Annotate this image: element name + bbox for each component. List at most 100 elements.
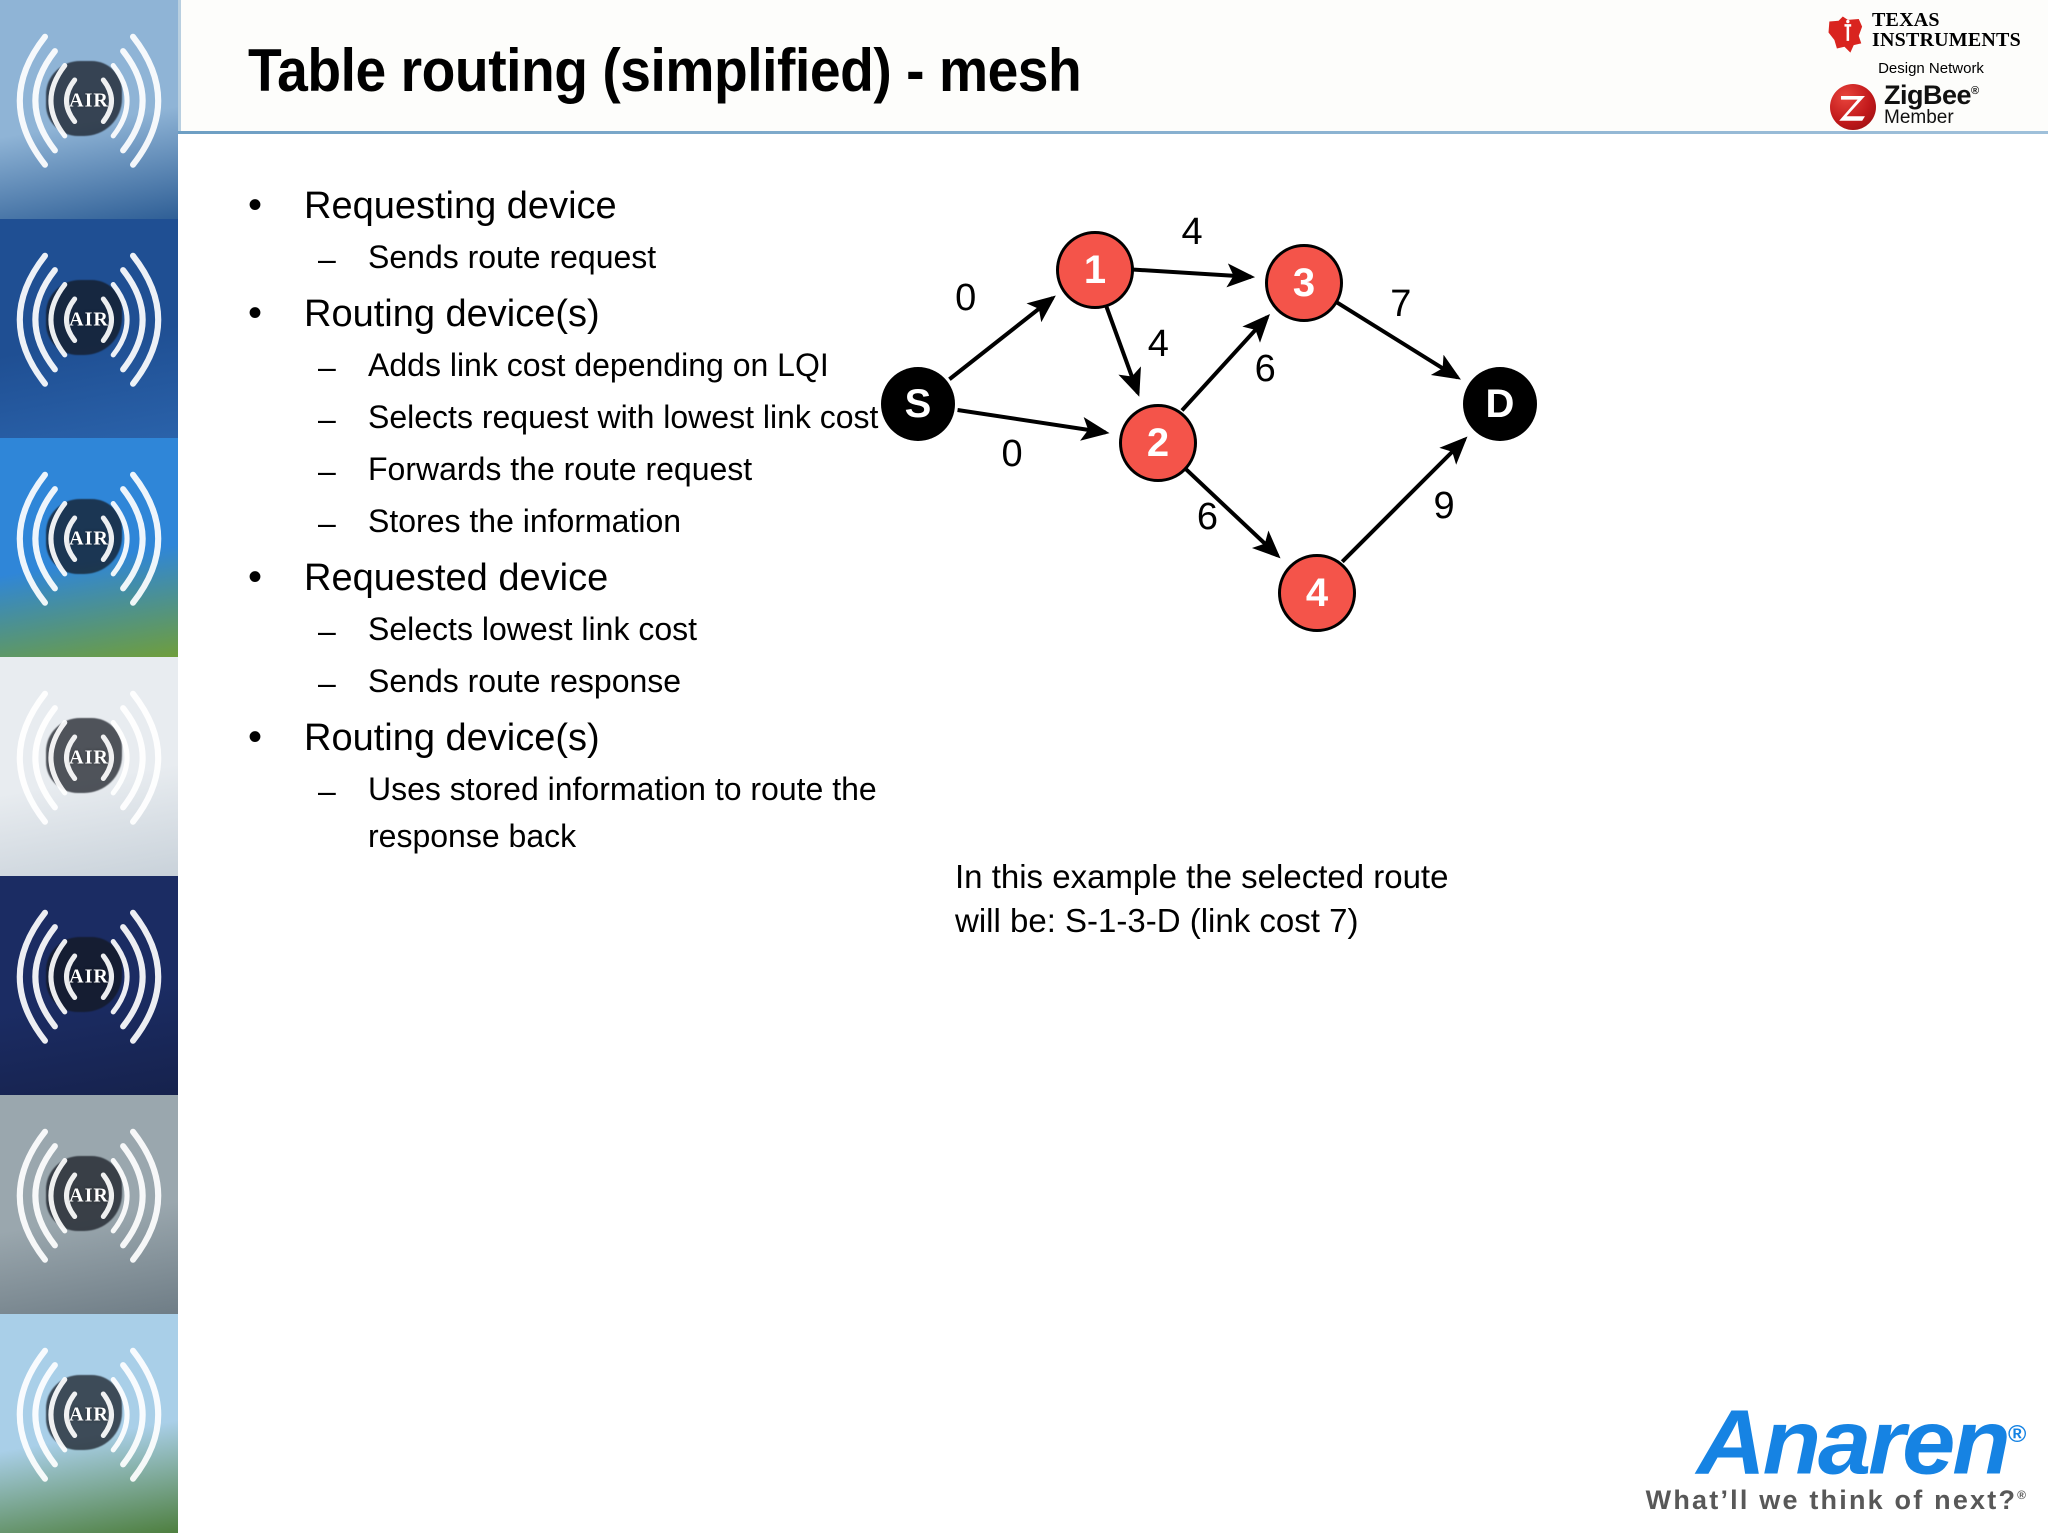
ti-wordmark: TEXAS INSTRUMENTS (1872, 10, 2021, 51)
bullet-level2: –Uses stored information to route the re… (248, 766, 888, 860)
anaren-tagline-registered: ® (2017, 1488, 2026, 1502)
edge-cost-label-S-2: 0 (1001, 433, 1023, 476)
dash-marker-icon: – (318, 613, 336, 649)
bullet-level2: –Adds link cost depending on LQI (248, 342, 888, 392)
caption-line-2: will be: S-1-3-D (link cost 7) (955, 902, 1359, 939)
bullet-text: Routing device(s) (304, 717, 600, 759)
ti-line1: TEXAS (1872, 9, 1940, 31)
air-watermark-label: AIR (69, 89, 109, 112)
sub-bullet-text: Stores the information (368, 503, 682, 539)
sub-bullet-text: Uses stored information to route the res… (368, 771, 877, 854)
sidebar-photo-snowboarder: AIR (0, 657, 178, 876)
sidebar-photo-skier: AIR (0, 219, 178, 438)
anaren-registered: ® (2007, 1421, 2026, 1448)
diagram-edges (948, 263, 1468, 564)
air-watermark-label: AIR (69, 308, 109, 331)
bullet-text: Routing device(s) (304, 293, 600, 335)
ti-line2: INSTRUMENTS (1872, 29, 2021, 52)
sub-bullet-text: Forwards the route request (368, 451, 753, 487)
sidebar-photo-inline-skater: AIR (0, 1314, 178, 1533)
bullet-level1: • Routing device(s) (248, 712, 888, 764)
edge-2-4 (1182, 465, 1281, 559)
bullet-level2: –Sends route request (248, 234, 888, 284)
air-watermark-label: AIR (69, 746, 109, 769)
sub-bullet-text: Selects request with lowest link cost (368, 399, 879, 435)
dash-marker-icon: – (318, 505, 336, 541)
bullet-text: Requested device (304, 557, 609, 599)
texas-instruments-logo: TEXAS INSTRUMENTS Design Network (1826, 10, 2036, 82)
zigbee-name: ZigBee (1884, 80, 1972, 110)
air-watermark-label: AIR (69, 1403, 109, 1426)
edge-4-D (1340, 436, 1468, 564)
bullet-marker-icon: • (248, 183, 263, 227)
bullet-level2: –Sends route response (248, 658, 888, 708)
edge-cost-label-4-D: 9 (1433, 484, 1455, 527)
dash-marker-icon: – (318, 773, 336, 809)
zigbee-z-glyph-icon (1839, 95, 1865, 121)
graph-node-S: S (881, 367, 955, 441)
zigbee-member-logo: ZigBee® Member (1830, 80, 2030, 136)
bullet-level2: –Forwards the route request (248, 446, 888, 496)
edge-cost-label-2-4: 6 (1196, 495, 1218, 538)
bullet-text: Requesting device (304, 185, 617, 227)
bullet-marker-icon: • (248, 291, 263, 335)
bullet-marker-icon: • (248, 555, 263, 599)
caption-line-1: In this example the selected route (955, 858, 1449, 895)
edge-S-2 (957, 408, 1110, 441)
zigbee-registered: ® (1971, 85, 1979, 97)
bullet-level1: • Requested device (248, 552, 888, 604)
edge-3-D (1333, 299, 1461, 380)
page-title: Table routing (simplified) - mesh (248, 37, 1082, 104)
edge-2-3 (1180, 313, 1270, 412)
edge-cost-label-S-1: 0 (955, 276, 977, 319)
anaren-wordmark: Anaren (1696, 1391, 2011, 1494)
bullet-level1: • Requesting device (248, 180, 888, 232)
bullet-level1: • Routing device(s) (248, 288, 888, 340)
dash-marker-icon: – (318, 241, 336, 277)
sidebar-photo-skateboarder: AIR (0, 0, 178, 219)
slide-header: Table routing (simplified) - mesh TEXAS … (178, 0, 2048, 133)
bullet-level2: –Stores the information (248, 498, 888, 548)
anaren-tagline: What’ll we think of next? (1645, 1485, 2018, 1515)
air-watermark-label: AIR (69, 527, 109, 550)
edge-1-2 (1103, 303, 1141, 397)
bullet-level2: –Selects lowest link cost (248, 606, 888, 656)
sidebar-photo-windsurfer: AIR (0, 876, 178, 1095)
dash-marker-icon: – (318, 665, 336, 701)
sidebar-photo-mountain-biker: AIR (0, 438, 178, 657)
graph-node-1: 1 (1056, 231, 1134, 309)
dash-marker-icon: – (318, 349, 336, 385)
zigbee-wordmark: ZigBee® Member (1884, 80, 1979, 129)
header-divider (178, 131, 2048, 134)
zigbee-member-label: Member (1884, 107, 1954, 128)
graph-node-4: 4 (1278, 554, 1356, 632)
sub-bullet-text: Adds link cost depending on LQI (368, 347, 829, 383)
edge-1-3 (1131, 263, 1256, 288)
sidebar-photo-kayaker: AIR (0, 1095, 178, 1314)
sub-bullet-text: Selects lowest link cost (368, 611, 698, 647)
sub-bullet-text: Sends route request (368, 239, 657, 275)
diagram-caption: In this example the selected route will … (955, 855, 1575, 943)
bullet-marker-icon: • (248, 715, 263, 759)
sub-bullet-text: Sends route response (368, 663, 682, 699)
bullet-list: •Requesting device–Sends route request•R… (248, 176, 888, 860)
edge-cost-label-1-3: 4 (1181, 211, 1203, 254)
sidebar-filmstrip: AIR AIR AIR AIR AIR AIR AIR (0, 0, 178, 1536)
ti-mark-icon (1828, 16, 1863, 53)
ti-design-network-label: Design Network (1878, 60, 1984, 77)
anaren-logo: Anaren® What’ll we think of next?® (1436, 1387, 2026, 1522)
graph-node-2: 2 (1119, 404, 1197, 482)
zigbee-mark-icon (1830, 84, 1876, 130)
header-left-divider (178, 0, 181, 133)
edge-cost-label-2-3: 6 (1254, 347, 1276, 390)
dash-marker-icon: – (318, 401, 336, 437)
edge-cost-label-1-2: 4 (1147, 322, 1169, 365)
graph-node-D: D (1463, 367, 1537, 441)
dash-marker-icon: – (318, 453, 336, 489)
edge-S-1 (948, 295, 1056, 381)
edge-cost-label-3-D: 7 (1390, 283, 1412, 326)
bullet-level2: –Selects request with lowest link cost (248, 394, 888, 444)
air-watermark-label: AIR (69, 965, 109, 988)
